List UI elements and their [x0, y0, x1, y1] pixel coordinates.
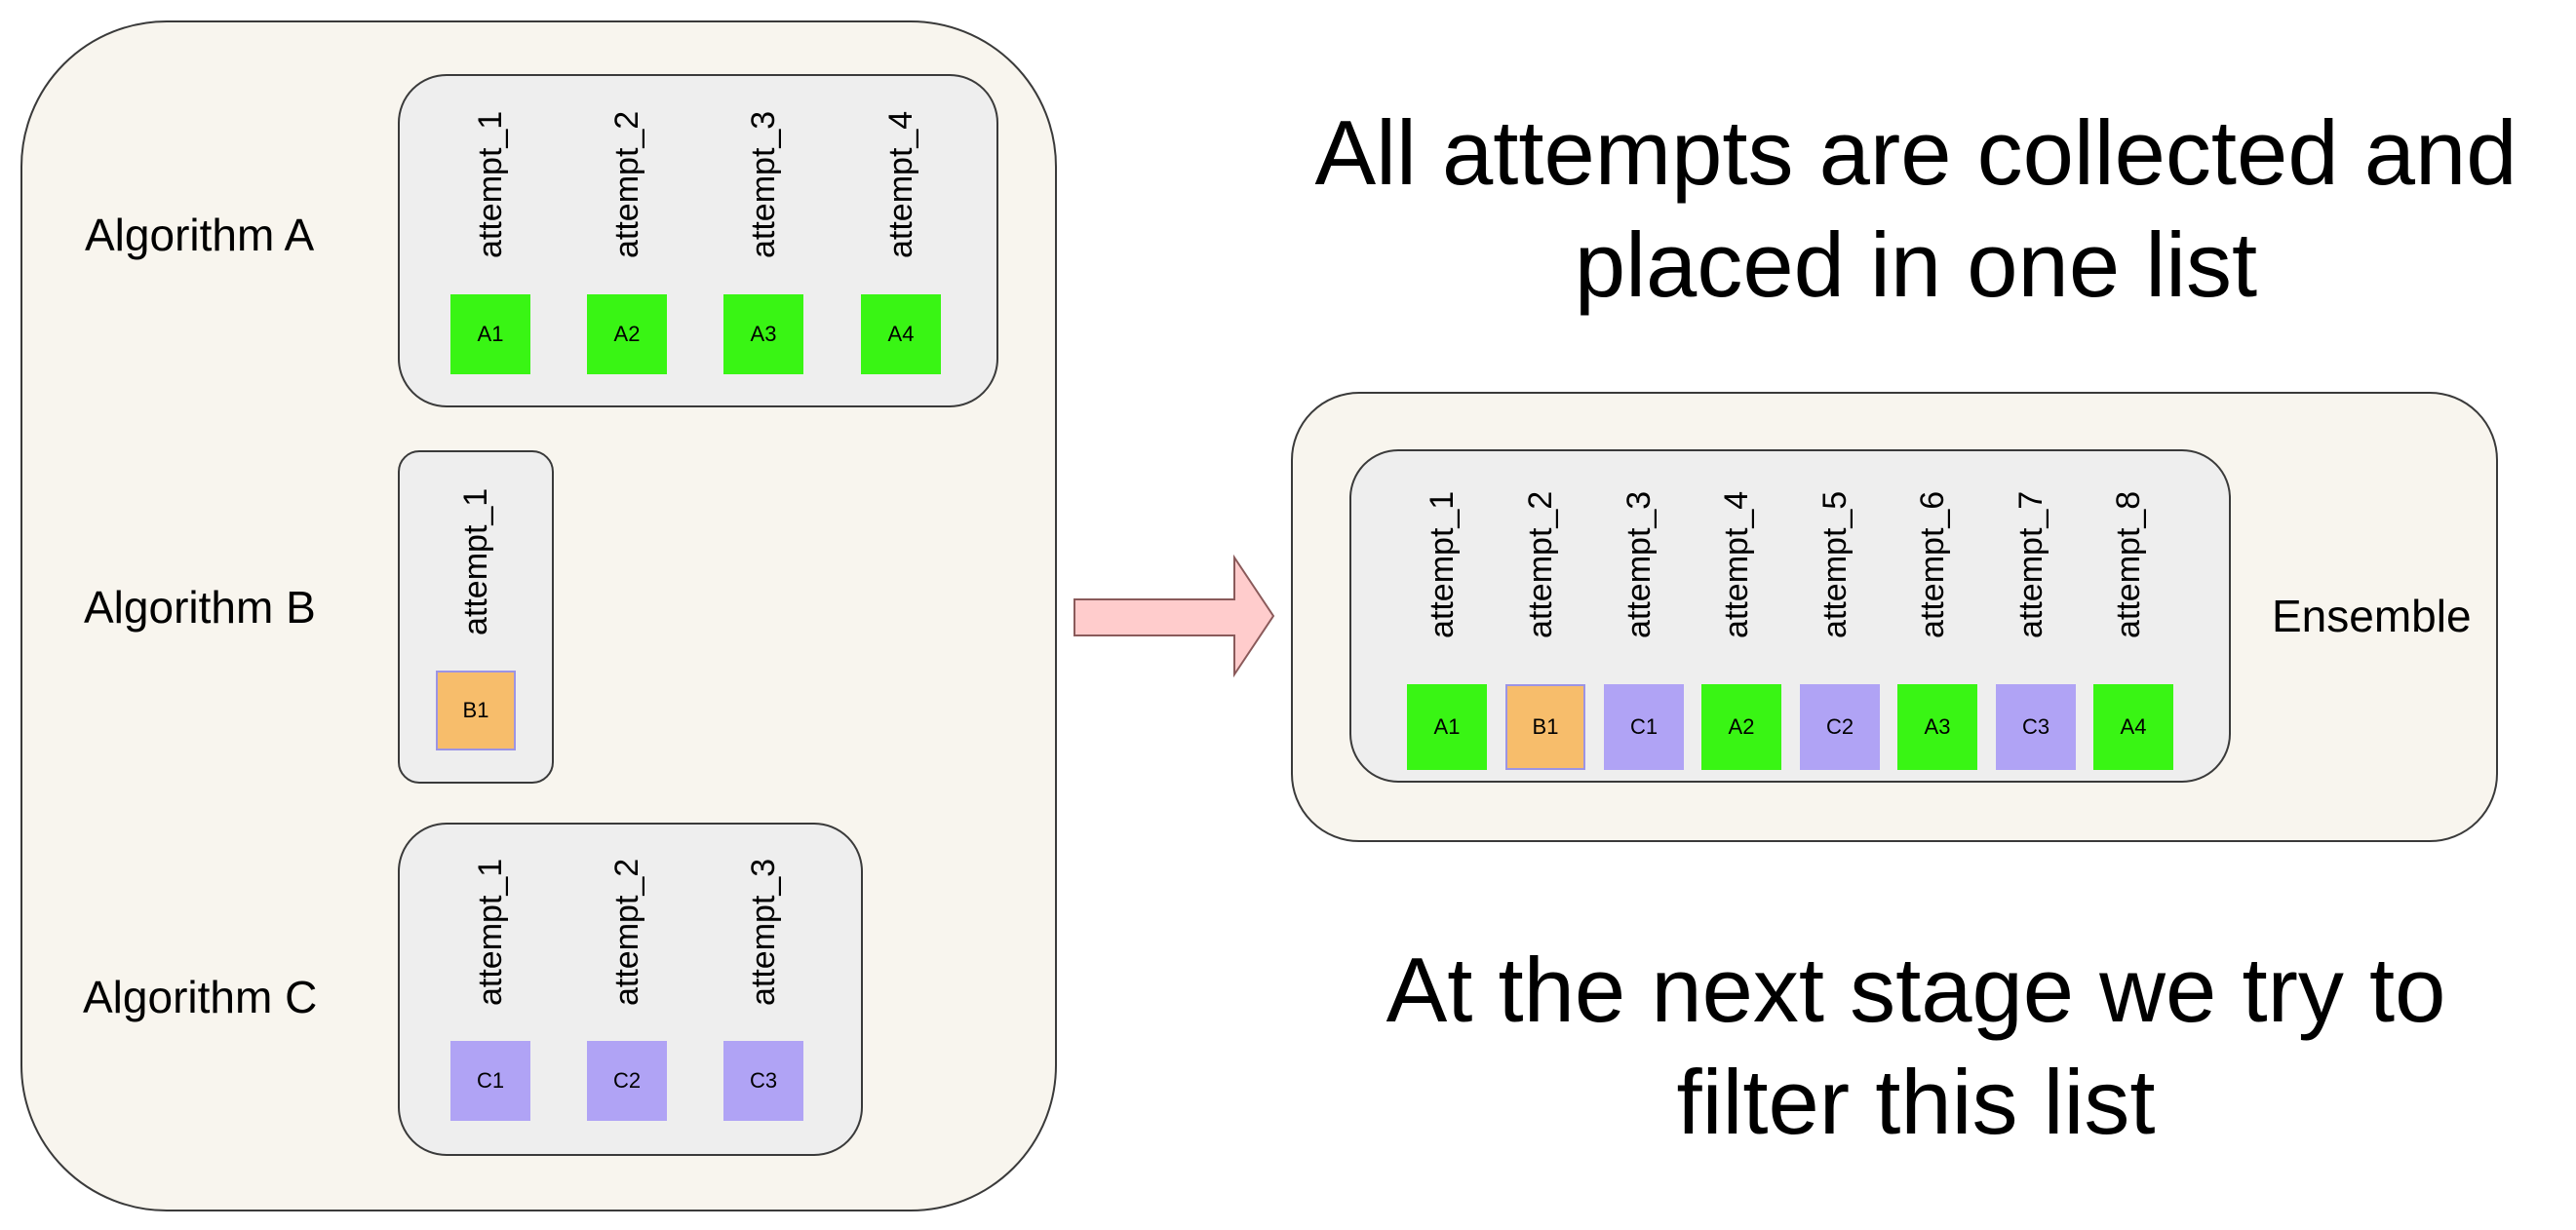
ensemble-chip-a1: A1: [1407, 684, 1487, 770]
chip-c2: C2: [587, 1041, 667, 1121]
chip-c3: C3: [723, 1041, 803, 1121]
algorithm-a-attempt-label: attempt_3: [745, 110, 782, 258]
algorithm-a-attempt-label: attempt_2: [608, 110, 645, 258]
algorithm-a-label: Algorithm A: [85, 210, 315, 260]
algorithm-c-label: Algorithm C: [83, 972, 318, 1022]
ensemble-chip-a4: A4: [2093, 684, 2173, 770]
ensemble-label: Ensemble: [2272, 591, 2472, 641]
ensemble-chip-c3: C3: [1996, 684, 2076, 770]
chip-a1: A1: [450, 294, 530, 374]
ensemble-attempt-label: attempt_7: [2012, 490, 2049, 638]
chip-c1: C1: [450, 1041, 530, 1121]
ensemble-chip-a3: A3: [1897, 684, 1977, 770]
headline-bottom-line1: At the next stage we try to: [1386, 939, 2446, 1041]
chip-a3: A3: [723, 294, 803, 374]
ensemble-attempt-label: attempt_8: [2110, 490, 2147, 638]
algorithm-a-attempt-label: attempt_4: [882, 110, 919, 258]
ensemble-attempt-label: attempt_2: [1522, 490, 1559, 638]
algorithm-c-attempt-label: attempt_2: [608, 858, 645, 1006]
headline-top-line2: placed in one list: [1574, 213, 2258, 316]
chip-b1: B1: [436, 671, 516, 750]
algorithm-b-group: [398, 450, 554, 784]
ensemble-group: [1349, 449, 2231, 783]
ensemble-attempt-label: attempt_4: [1718, 490, 1755, 638]
headline-top: All attempts are collected and placed in…: [1258, 96, 2574, 321]
headline-top-line1: All attempts are collected and: [1314, 101, 2517, 204]
right-arrow-icon: [1073, 554, 1275, 678]
ensemble-attempt-label: attempt_6: [1914, 490, 1951, 638]
ensemble-chip-c2: C2: [1800, 684, 1880, 770]
ensemble-attempt-label: attempt_5: [1816, 490, 1854, 638]
algorithm-b-label: Algorithm B: [84, 582, 316, 633]
chip-a2: A2: [587, 294, 667, 374]
ensemble-attempt-label: attempt_1: [1424, 490, 1461, 638]
ensemble-chip-c1: C1: [1604, 684, 1684, 770]
headline-bottom: At the next stage we try to filter this …: [1258, 934, 2574, 1158]
ensemble-chip-a2: A2: [1701, 684, 1781, 770]
algorithm-b-attempt-label: attempt_1: [457, 487, 494, 635]
ensemble-attempt-label: attempt_3: [1620, 490, 1658, 638]
algorithm-a-attempt-label: attempt_1: [472, 110, 509, 258]
ensemble-chip-b1: B1: [1505, 684, 1585, 770]
headline-bottom-line2: filter this list: [1676, 1051, 2156, 1153]
algorithm-c-attempt-label: attempt_1: [472, 858, 509, 1006]
chip-a4: A4: [861, 294, 941, 374]
algorithm-c-attempt-label: attempt_3: [745, 858, 782, 1006]
